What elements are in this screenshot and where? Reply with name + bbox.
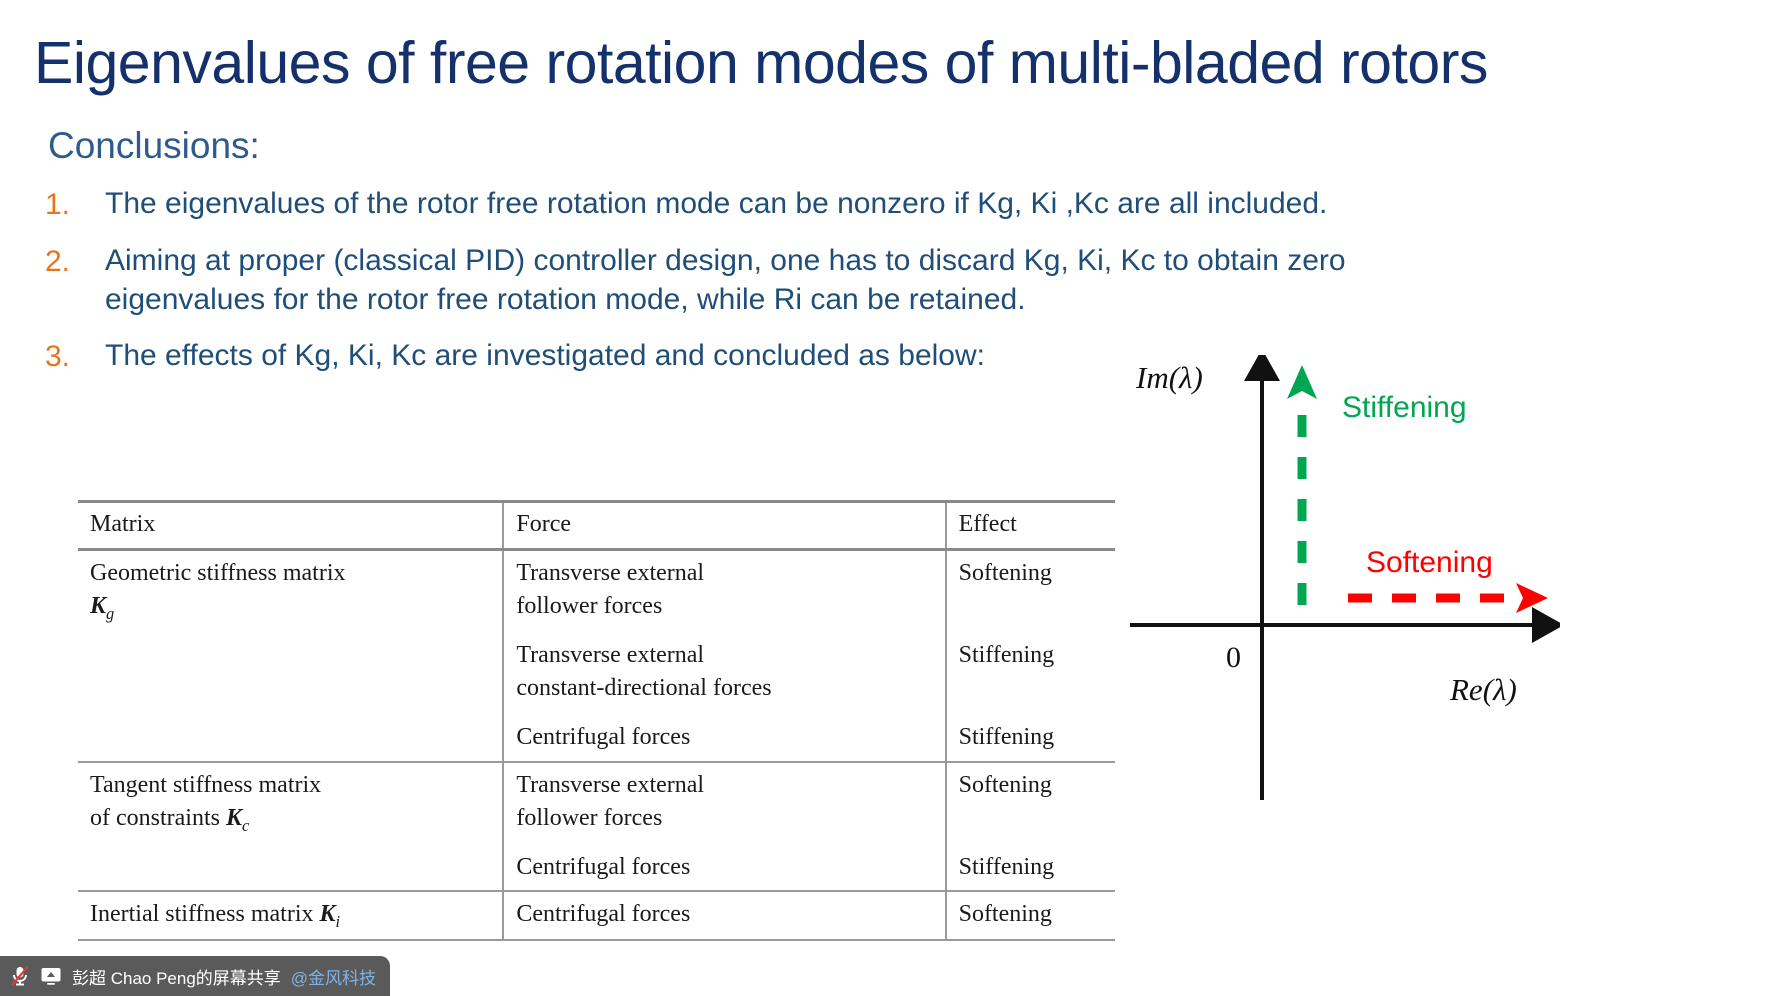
table-cell-matrix: Inertial stiffness matrix Ki	[78, 890, 505, 941]
matrix-name: Tangent stiffness matrix	[90, 771, 322, 798]
table-cell-matrix: Geometric stiffness matrix Kg	[78, 549, 505, 762]
stiffening-label: Stiffening	[1342, 391, 1467, 424]
table-row: Inertial stiffness matrix Ki Centrifugal…	[78, 890, 1115, 941]
force-entry: Transverse external follower forces	[516, 771, 705, 831]
screen-share-bar[interactable]: 彭超 Chao Peng的屏幕共享 @金风科技	[0, 956, 391, 996]
table-cell-force: Transverse external follower forces Cent…	[503, 761, 947, 891]
microphone-muted-icon[interactable]	[10, 965, 30, 987]
page-title: Eigenvalues of free rotation modes of mu…	[34, 30, 1488, 96]
force-entry: Transverse external constant-directional…	[516, 642, 772, 702]
real-axis-label: Re(λ)	[1449, 672, 1517, 707]
conclusions-heading: Conclusions:	[48, 125, 260, 166]
effect-entry: Stiffening	[958, 724, 1055, 751]
stiffening-arrowhead	[1287, 365, 1317, 399]
matrix-name: Geometric stiffness matrix	[90, 560, 346, 586]
effect-entry: Softening	[958, 560, 1052, 586]
list-item-text: The eigenvalues of the rotor free rotati…	[105, 187, 1328, 220]
presenter-name: 彭超 Chao Peng的屏幕共享	[72, 968, 281, 988]
complex-plane-diagram: Im(λ) Re(λ) 0 Stiffening Softening	[1130, 355, 1560, 805]
list-item-number: 1.	[45, 188, 71, 221]
force-entry: Centrifugal forces	[516, 853, 691, 880]
effect-entry: Softening	[958, 771, 1052, 798]
softening-arrowhead	[1516, 583, 1548, 613]
list-item-number: 3.	[45, 340, 71, 374]
list-item: 1. The eigenvalues of the rotor free rot…	[45, 185, 1465, 224]
table-cell-force: Centrifugal forces	[503, 890, 947, 941]
origin-label: 0	[1226, 641, 1241, 674]
list-item: 3. The effects of Kg, Ki, Kc are investi…	[45, 337, 1465, 376]
matrix-symbol: Kg	[90, 593, 115, 623]
force-entry: Centrifugal forces	[516, 900, 691, 927]
organization-label: @金风科技	[290, 968, 377, 988]
conclusions-list: 1. The eigenvalues of the rotor free rot…	[45, 185, 1465, 395]
table-row: Tangent stiffness matrix of constraints …	[78, 761, 1115, 891]
force-entry: Centrifugal forces	[516, 724, 691, 751]
table-header-effect: Effect	[958, 511, 1017, 537]
table-header-force: Force	[503, 501, 947, 550]
imaginary-axis-label: Im(λ)	[1135, 360, 1203, 395]
table-header-row: Matrix Force Effect	[78, 501, 1115, 550]
effect-entry: Stiffening	[958, 642, 1055, 669]
table-header-matrix: Matrix	[78, 501, 505, 550]
matrix-name-cont: of constraints Kc	[90, 804, 250, 835]
list-item: 2. Aiming at proper (classical PID) cont…	[45, 242, 1465, 319]
table-row: Geometric stiffness matrix Kg Transverse…	[78, 549, 1115, 762]
softening-label: Softening	[1366, 546, 1493, 579]
screen-share-icon[interactable]	[40, 966, 62, 986]
table-cell-matrix: Tangent stiffness matrix of constraints …	[78, 761, 505, 891]
effect-entry: Softening	[958, 900, 1052, 927]
list-item-text: Aiming at proper (classical PID) control…	[105, 244, 1346, 316]
list-item-number: 2.	[45, 245, 71, 279]
table-cell-effect: Softening Stiffening Stiffening	[946, 550, 1115, 762]
force-entry: Transverse external follower forces	[516, 560, 705, 620]
table-cell-effect: Softening Stiffening	[946, 762, 1115, 891]
table-cell-effect: Softening	[946, 891, 1115, 940]
effect-entry: Stiffening	[958, 853, 1055, 880]
list-item-text: The effects of Kg, Ki, Kc are investigat…	[105, 339, 985, 373]
effects-table: Matrix Force Effect Geometric stiffness …	[78, 500, 1115, 941]
matrix-name: Inertial stiffness matrix Ki	[90, 900, 341, 931]
table-cell-force: Transverse external follower forces Tran…	[503, 549, 947, 762]
